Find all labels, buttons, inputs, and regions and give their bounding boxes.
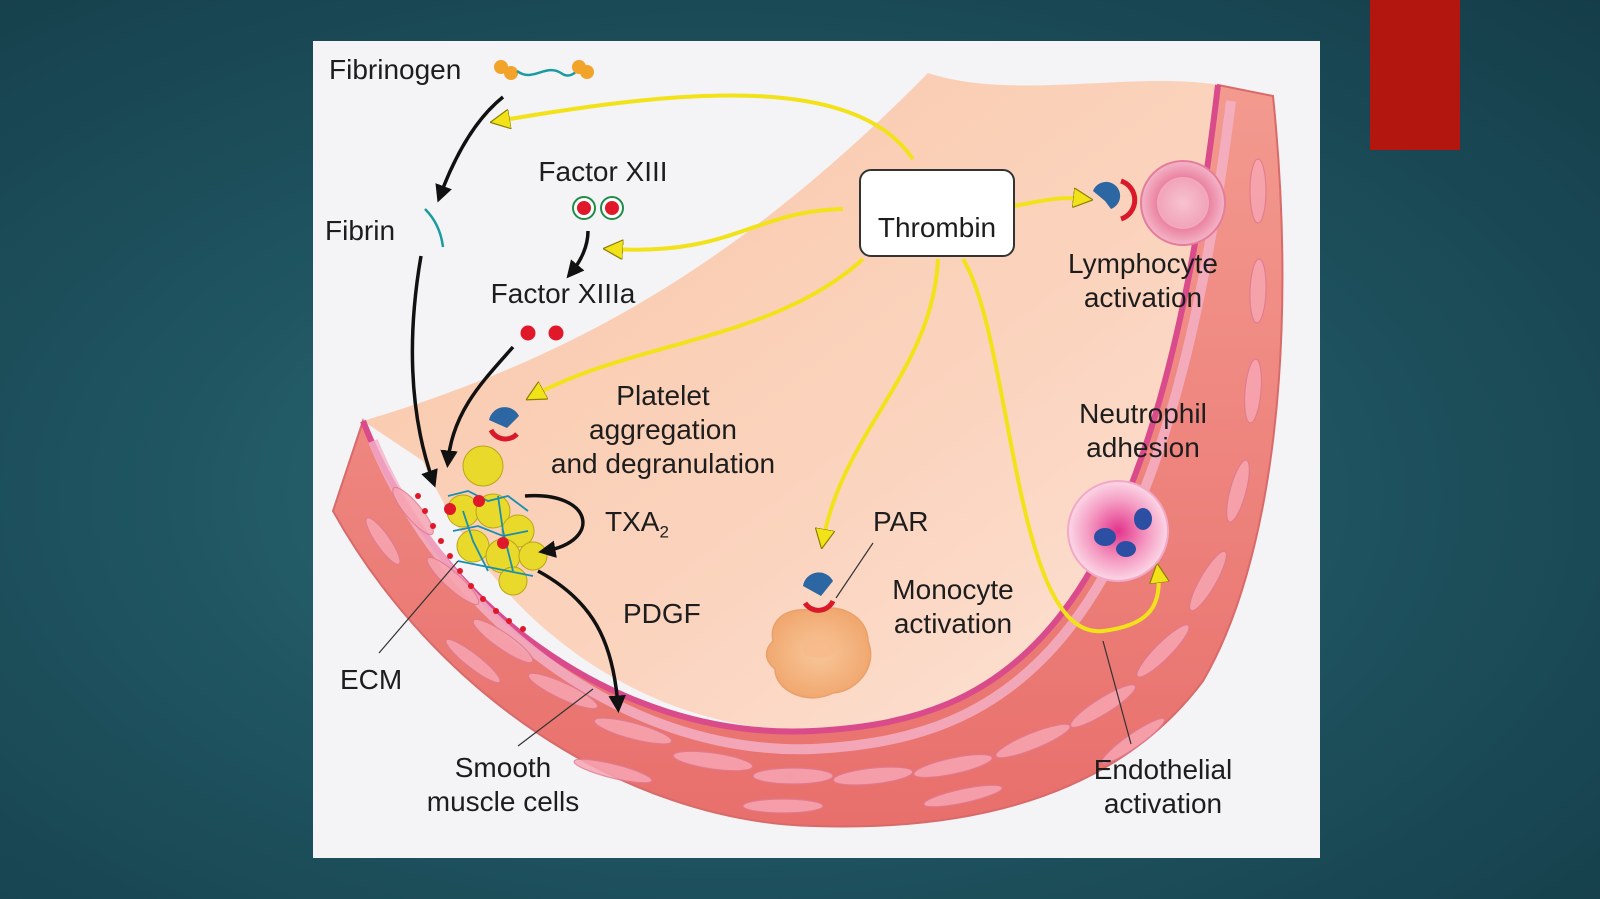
label-platelet-line2: aggregation [589, 414, 737, 445]
label-thrombin: Thrombin [877, 212, 997, 243]
diagram-canvas [331, 60, 1284, 828]
arrow-thrombin-platelet [533, 257, 865, 396]
arrow-xiiia-clot [440, 345, 515, 468]
label-fibrin: Fibrin [325, 215, 396, 246]
receptor-icon [488, 407, 519, 442]
arrow-thrombin-par [823, 258, 940, 541]
diagram-panel: Fibrinogen Fibrin Factor XIII Factor XII… [313, 41, 1320, 858]
arrow-txa2 [524, 493, 585, 558]
label-factor-xiii: Factor XIII [538, 156, 668, 187]
ecm-layer [415, 493, 526, 632]
label-platelet-line3: and degranulation [550, 448, 776, 479]
label-monocyte-line2: activation [893, 608, 1013, 639]
fibrin-icon [424, 208, 445, 248]
label-lymphocyte-line1: Lymphocyte [1068, 248, 1218, 279]
factor-xiiia-icon [520, 325, 564, 341]
arrow-pdgf [537, 569, 626, 713]
arrow-fibrin-clot [410, 255, 438, 488]
arrow-thrombin-fibrinogen [498, 93, 915, 161]
label-lymphocyte-activation: Lymphocyte activation [1053, 247, 1233, 315]
label-neutrophil-adhesion: Neutrophil adhesion [1073, 397, 1213, 465]
label-txa2: TXA2 [605, 505, 669, 550]
label-par: PAR [873, 506, 929, 537]
label-neutrophil-line1: Neutrophil [1079, 398, 1207, 429]
label-pdgf: PDGF [623, 598, 701, 629]
label-lymphocyte-line2: activation [1083, 282, 1203, 313]
thrombin-arrows [498, 93, 1159, 634]
monocyte-cell-icon [765, 572, 872, 699]
label-platelet-aggregation: Platelet aggregation and degranulation [528, 379, 798, 481]
neutrophil-cell-icon [1067, 480, 1169, 582]
label-endothelial-activation: Endothelial activation [1073, 753, 1253, 821]
label-txa2-subscript: 2 [659, 522, 669, 542]
label-txa2-text: TXA [605, 506, 660, 537]
vessel-lumen [363, 73, 1243, 733]
arrow-xiii-xiiia [566, 230, 590, 279]
label-endothelial-line1: Endothelial [1093, 754, 1233, 785]
label-factor-xiiia: Factor XIIIa [490, 278, 636, 309]
cascade-arrows [410, 95, 626, 713]
label-monocyte-activation: Monocyte activation [878, 573, 1028, 641]
label-neutrophil-line2: adhesion [1086, 432, 1200, 463]
fibrinogen-icon [494, 60, 594, 80]
label-endothelial-line2: activation [1103, 788, 1223, 819]
accent-bar [1370, 0, 1460, 150]
label-monocyte-line1: Monocyte [892, 574, 1014, 605]
arrow-fibrinogen-fibrin [435, 95, 505, 203]
factor-xiii-icon [572, 196, 624, 220]
thrombin-box: Thrombin [859, 169, 1015, 257]
label-ecm: ECM [340, 664, 403, 695]
label-smooth-muscle-line2: muscle cells [426, 786, 580, 817]
smooth-muscle-layer [365, 158, 1267, 814]
platelet-clot-icon [444, 445, 548, 596]
label-fibrinogen: Fibrinogen [329, 54, 462, 85]
arrow-thrombin-lymphocyte [1012, 198, 1085, 206]
label-smooth-muscle-cells: Smooth muscle cells [408, 751, 598, 819]
label-smooth-muscle-line1: Smooth [454, 752, 552, 783]
lymphocyte-cell-icon [1093, 160, 1226, 246]
leader-lines [378, 542, 1132, 747]
arrow-thrombin-factor-xiii [611, 207, 844, 250]
arrow-thrombin-neutrophil [961, 257, 1159, 634]
label-platelet-line1: Platelet [616, 380, 710, 411]
